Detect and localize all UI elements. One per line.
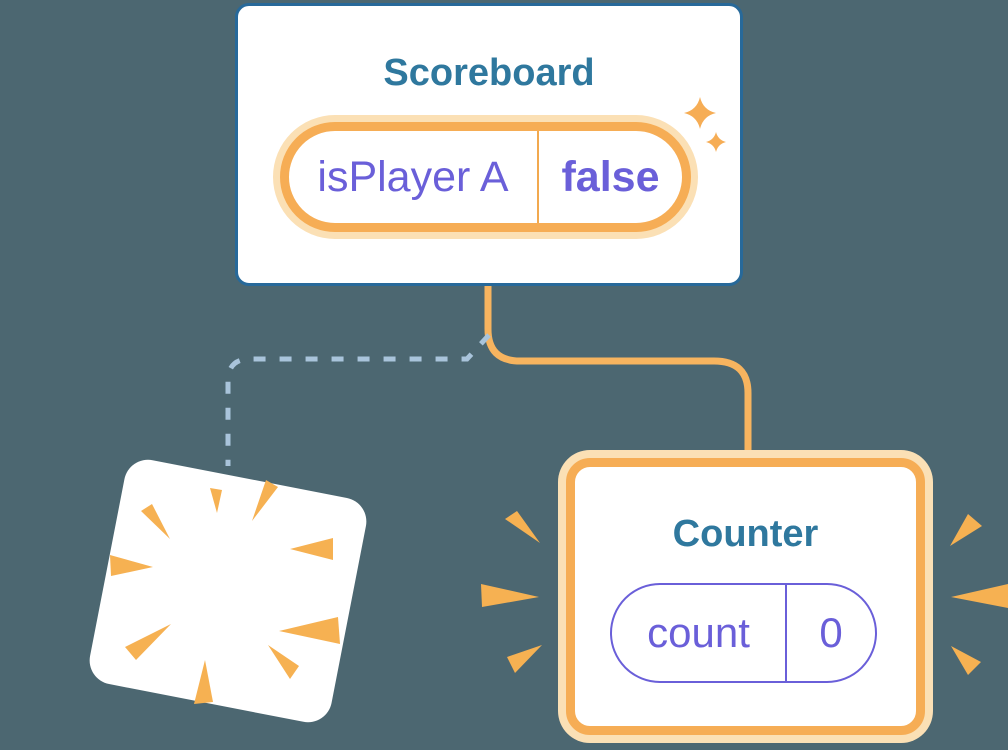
pill-divider: [537, 131, 539, 223]
burst-lines-icon: [950, 514, 1008, 675]
counter-state-pill: count 0: [610, 583, 877, 683]
state-key-label: isPlayer A: [317, 152, 509, 201]
destroyed-component-card: [85, 455, 371, 727]
connector-removed-dashed-line: [225, 333, 491, 466]
state-value-label: false: [561, 152, 660, 201]
counter-card: Counter count 0: [566, 458, 925, 735]
state-key-label: count: [647, 609, 750, 656]
scoreboard-card: Scoreboard isPlayer A false: [235, 3, 743, 286]
burst-lines-icon: [481, 511, 542, 673]
scoreboard-title: Scoreboard: [383, 52, 595, 94]
pill-divider: [785, 585, 787, 681]
scoreboard-state-pill: isPlayer A false: [280, 122, 691, 232]
connector-active-line: [484, 283, 752, 470]
state-value-label: 0: [819, 609, 843, 656]
counter-title: Counter: [672, 513, 819, 555]
